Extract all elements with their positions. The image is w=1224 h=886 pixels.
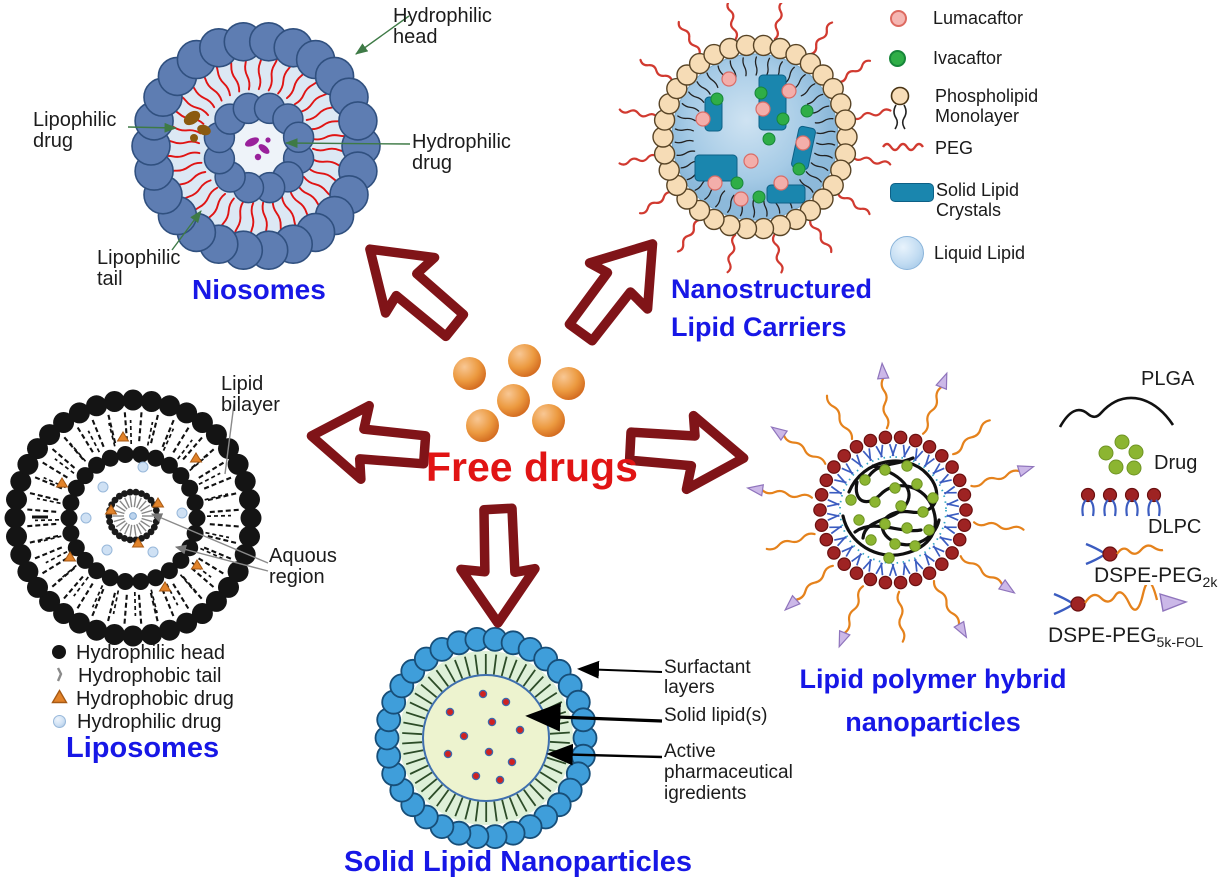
legend-label: Solid Lipid Crystals <box>936 180 1020 221</box>
free-drug-sphere <box>508 344 541 377</box>
dspe-peg5k-fol-label: DSPE-PEG5k-FOL <box>1048 624 1204 651</box>
legend-label: Ivacaftor <box>933 48 1003 68</box>
legend-item-hydrophobic-tail: Hydrophobic tail <box>54 666 221 686</box>
arrow-to-niosomes <box>331 207 494 369</box>
solid-lipid-nanoparticle-diagram <box>374 626 598 850</box>
drug-dots-icon <box>1098 434 1144 476</box>
solid-lipid-nanoparticles-title: Solid Lipid Nanoparticles <box>344 846 693 878</box>
free-drugs-label: Free drugs <box>426 444 638 490</box>
niosomes-title: Niosomes <box>192 274 326 305</box>
hydrophobic-drug-triangle-icon <box>51 689 68 704</box>
legend-label: Hydrophilic drug <box>77 711 222 733</box>
lipid-polymer-hybrid-title: Lipid polymer hybrid nanoparticles <box>799 664 1067 738</box>
arrow-to-solid-lipid-nanoparticles <box>447 499 549 631</box>
legend-item-liquid-lipid: Liquid Lipid <box>890 236 1025 270</box>
niosome-label-hydrophilic-head: Hydrophilic head <box>393 5 492 48</box>
legend-item-lumacaftor: Lumacaftor <box>890 8 1023 28</box>
liquid-lipid-sphere-icon <box>890 236 924 270</box>
niosome-diagram <box>131 21 381 270</box>
free-drug-sphere <box>552 367 585 400</box>
dspe-peg2k-label: DSPE-PEG2k <box>1094 564 1218 591</box>
plga-curve-icon <box>1058 396 1175 428</box>
sln-label-active-pharmaceutical-ingredients: Active pharmaceutical igredients <box>664 741 793 804</box>
free-drug-sphere <box>453 357 486 390</box>
legend-item-peg: PEG <box>880 138 973 158</box>
dspe-peg2k-icon <box>1085 542 1164 566</box>
legend-item-hydrophobic-drug: Hydrophobic drug <box>51 689 234 709</box>
legend-item-solid-lipid-crystals: Solid Lipid Crystals <box>890 180 1019 220</box>
arrow-to-liposomes <box>298 384 441 501</box>
legend-label: Hydrophobic drug <box>76 688 234 710</box>
legend-item-hydrophilic-drug: Hydrophilic drug <box>53 712 222 732</box>
legend-label: PEG <box>935 138 974 158</box>
legend-label: Phospholipid Monolayer <box>935 86 1039 127</box>
nlc-legend: Lumacaftor Ivacaftor Phospholipid Monola… <box>880 2 1224 292</box>
hydrophilic-drug-dot-icon <box>53 715 66 728</box>
niosome-label-lipophilic-tail: Lipophilic tail <box>97 247 181 290</box>
phospholipid-monolayer-icon <box>890 86 910 130</box>
legend-label: Hydrophobic tail <box>78 665 222 687</box>
solid-lipid-crystal-icon <box>890 183 934 202</box>
liposome-diagram <box>4 389 262 647</box>
legend-label: Hydrophilic head <box>76 642 225 664</box>
legend-label: Lumacaftor <box>933 8 1024 28</box>
hydrophilic-head-dot-icon <box>52 645 66 659</box>
free-drug-sphere <box>466 409 499 442</box>
arrow-to-lipid-polymer-hybrid <box>615 394 756 509</box>
dlpc-icon <box>1080 487 1162 517</box>
ivacaftor-dot-icon <box>889 50 906 67</box>
liposomes-title: Liposomes <box>66 732 220 764</box>
peg-squiggle-icon <box>882 142 924 152</box>
sln-label-solid-lipid: Solid lipid(s) <box>664 705 768 726</box>
legend-item-phospholipid: Phospholipid Monolayer <box>882 86 1038 132</box>
lipid-polymer-hybrid-diagram <box>745 361 1036 649</box>
liposome-label-lipid-bilayer: Lipid bilayer <box>221 373 280 416</box>
drug-label: Drug <box>1154 452 1198 474</box>
nanostructured-lipid-carriers-title: Nanostructured Lipid Carriers <box>671 274 873 342</box>
dlpc-label: DLPC <box>1148 516 1202 538</box>
legend-item-hydrophilic-head: Hydrophilic head <box>52 643 225 663</box>
niosome-label-lipophilic-drug: Lipophilic drug <box>33 109 117 152</box>
free-drug-sphere <box>497 384 530 417</box>
legend-label: Liquid Lipid <box>934 243 1026 263</box>
dspe-peg5k-fol-icon <box>1053 585 1189 616</box>
hydrophobic-tail-mark-icon <box>56 667 63 682</box>
free-drug-sphere <box>532 404 565 437</box>
arrow-to-nanostructured-lipid-carriers <box>536 207 696 371</box>
sln-label-surfactant-layers: Surfactant layers <box>664 657 751 698</box>
nanostructured-lipid-carrier-diagram <box>618 3 892 274</box>
niosome-label-hydrophilic-drug: Hydrophilic drug <box>412 131 511 174</box>
plga-label: PLGA <box>1141 368 1195 390</box>
liposome-label-aquous-region: Aquous region <box>269 545 337 588</box>
legend-item-ivacaftor: Ivacaftor <box>889 48 1002 68</box>
lumacaftor-dot-icon <box>890 10 907 27</box>
